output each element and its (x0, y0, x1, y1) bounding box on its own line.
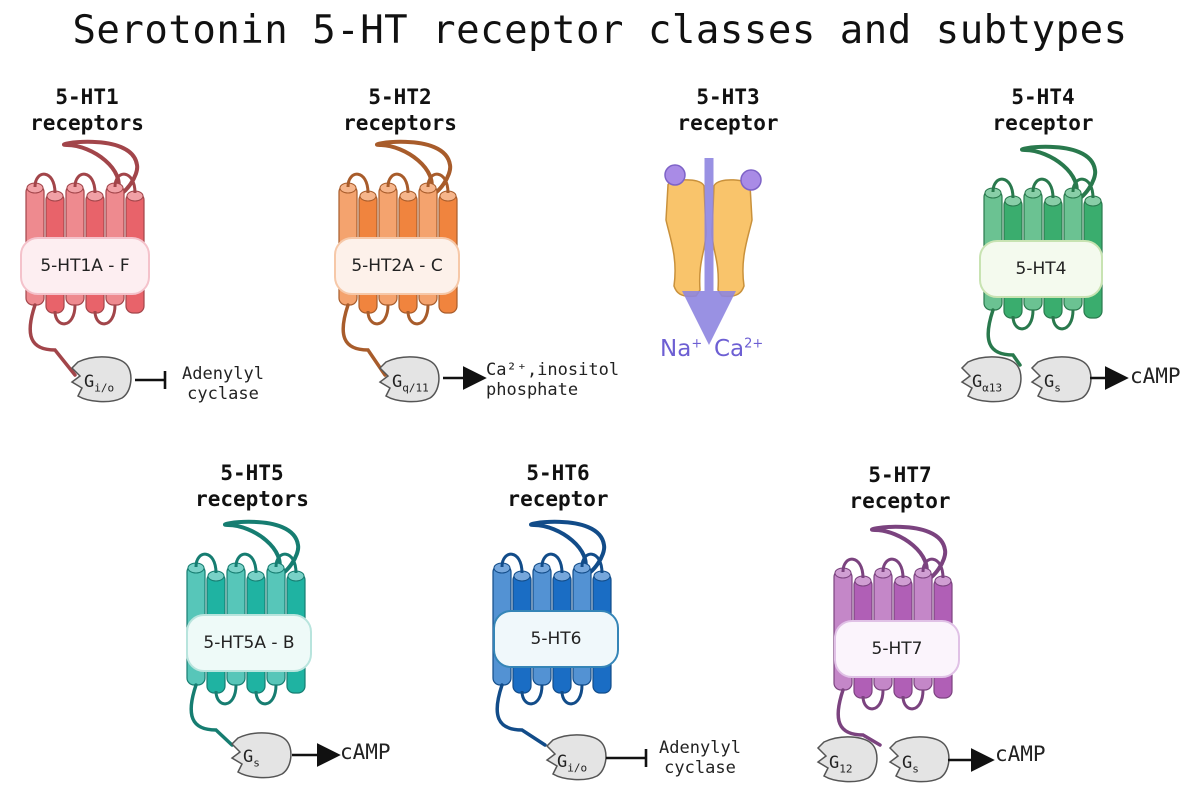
g-protein-label-5ht7-b: Gs (902, 753, 919, 776)
inhibition-arrow-5ht1 (135, 371, 167, 389)
diagram-title: Serotonin 5-HT receptor classes and subt… (72, 8, 1128, 53)
g-protein-label-5ht4-b: Gs (1044, 372, 1061, 395)
effector-label-5ht4: cAMP (1130, 364, 1181, 388)
g-protein-5ht5 (230, 732, 292, 779)
g-protein-5ht7-a (816, 736, 878, 783)
g-protein-label-5ht5: Gs (243, 747, 260, 770)
g-protein-label-5ht7-a: G12 (829, 753, 853, 776)
ion-label-calcium: Ca2+ (714, 336, 764, 362)
subtype-label-5ht6: 5-HT6 (493, 610, 619, 668)
ion-channel-5ht3 (664, 158, 762, 345)
g-protein-5ht7-b (888, 736, 950, 783)
subtype-label-5ht4: 5-HT4 (979, 240, 1103, 298)
subtype-label-5ht2: 5-HT2A - C (334, 237, 460, 295)
subtype-label-5ht7: 5-HT7 (834, 620, 960, 678)
g-protein-5ht6 (545, 734, 607, 781)
subtype-label-5ht1: 5-HT1A - F (20, 237, 150, 295)
subtype-label-5ht5: 5-HT5A - B (186, 614, 312, 672)
g-protein-5ht4-b (1030, 356, 1092, 403)
inhibition-arrow-5ht6 (606, 749, 648, 767)
g-protein-label-5ht1: Gi/o (84, 372, 115, 395)
g-protein-label-5ht6: Gi/o (557, 752, 588, 775)
g-protein-5ht1 (70, 356, 132, 403)
effector-label-5ht7: cAMP (995, 742, 1046, 766)
ion-label-sodium: Na+ (660, 336, 703, 362)
g-protein-label-5ht2: Gq/11 (392, 372, 429, 395)
g-protein-label-5ht4-a: Gα13 (972, 372, 1003, 395)
g-protein-5ht4-a (960, 356, 1022, 403)
effector-label-5ht5: cAMP (340, 740, 391, 764)
g-protein-5ht2 (378, 356, 440, 403)
